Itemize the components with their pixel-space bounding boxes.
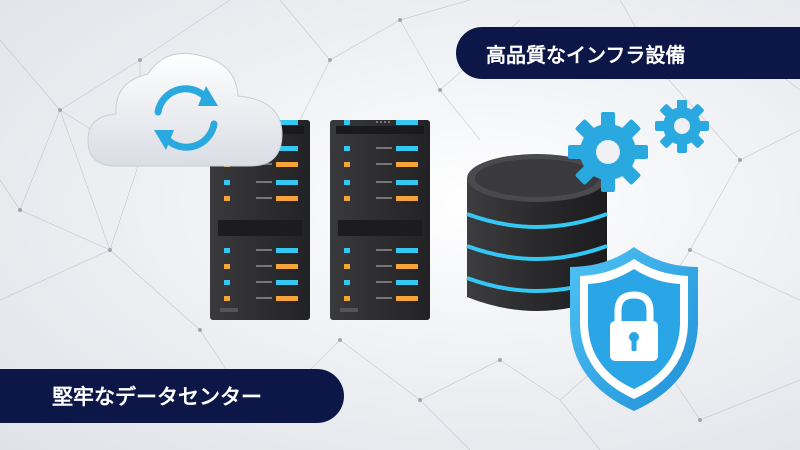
top-caption-pill: 高品質なインフラ設備 <box>456 27 800 79</box>
cloud-sync-icon <box>87 52 283 167</box>
gear-icon <box>568 100 709 192</box>
shield-lock-icon <box>570 247 698 411</box>
bottom-caption-text: 堅牢なデータセンター <box>52 385 262 409</box>
server-rack-right <box>330 120 430 320</box>
top-caption-text: 高品質なインフラ設備 <box>486 42 686 67</box>
padlock-icon <box>610 291 658 361</box>
large-gear <box>568 112 648 192</box>
small-gear <box>655 100 709 153</box>
sync-arrows-icon <box>154 85 218 151</box>
server-rack-icon <box>210 120 430 320</box>
bottom-caption-pill: 堅牢なデータセンター <box>0 369 344 423</box>
